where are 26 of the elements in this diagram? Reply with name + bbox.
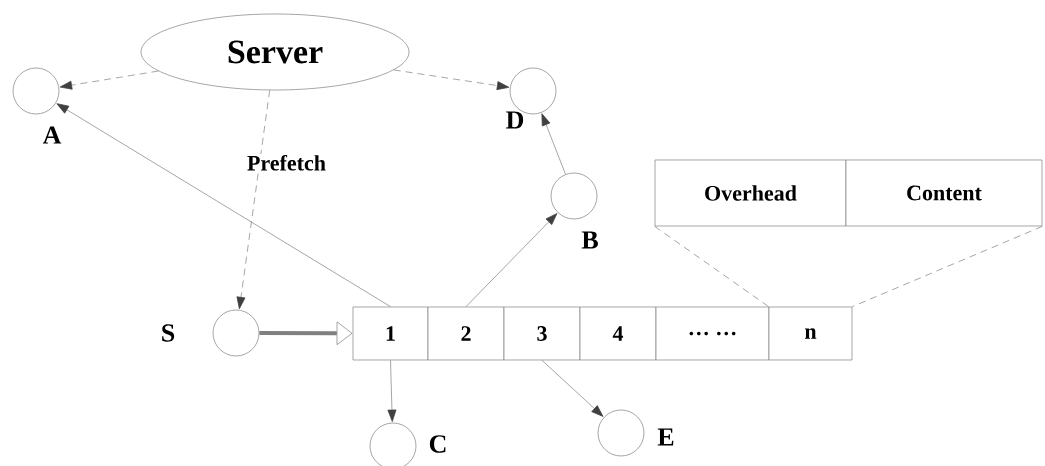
arrow bbox=[541, 360, 604, 417]
connector-line bbox=[654, 226, 769, 307]
connector-line bbox=[852, 226, 1043, 307]
packet-cell: … … bbox=[655, 306, 770, 361]
node-label: C bbox=[429, 435, 446, 453]
packet-cell: 1 bbox=[352, 306, 429, 361]
packet-cell: 2 bbox=[427, 306, 505, 361]
packet-cell: 3 bbox=[503, 306, 581, 361]
arrow bbox=[393, 69, 510, 90]
arrow bbox=[236, 89, 271, 310]
node-label: B bbox=[581, 231, 598, 249]
node-label: S bbox=[162, 324, 175, 342]
arrow bbox=[59, 70, 159, 90]
edge-label: Prefetch bbox=[246, 153, 327, 172]
packet-field: Content bbox=[845, 159, 1043, 227]
node-label: E bbox=[657, 428, 674, 446]
node-label: D bbox=[506, 111, 524, 129]
packet-cell: n bbox=[768, 306, 853, 361]
arrow bbox=[387, 360, 397, 422]
node-label: A bbox=[42, 126, 62, 144]
arrow bbox=[465, 213, 558, 307]
arrow bbox=[541, 113, 566, 175]
packet-cell: 4 bbox=[579, 306, 657, 361]
packet-field: Overhead bbox=[654, 159, 847, 227]
arrow bbox=[56, 103, 391, 307]
block-arrow bbox=[259, 321, 353, 346]
